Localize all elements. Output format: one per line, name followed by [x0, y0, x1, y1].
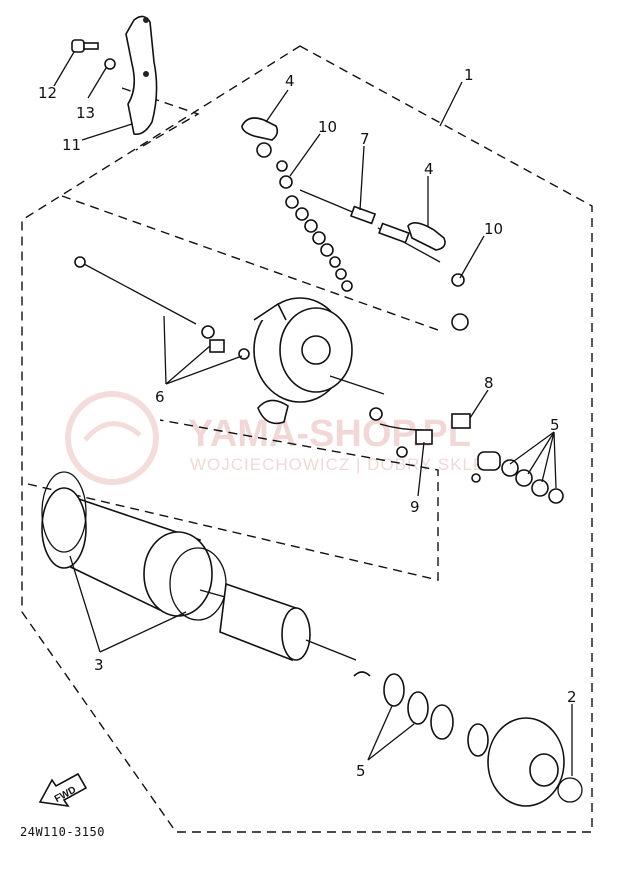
circlip-part [353, 671, 371, 677]
o-ring-small-part [201, 325, 215, 339]
washer-part [104, 58, 116, 70]
brush-group-outline [61, 195, 439, 331]
watermark-logo-icon [65, 391, 159, 485]
washer-b-part [407, 691, 429, 725]
callout-11: 11 [62, 136, 81, 154]
brush-lead-part [369, 407, 501, 483]
bracket-part [125, 15, 158, 136]
drive-end-cover-part [487, 717, 565, 807]
washer-stack [285, 195, 353, 292]
callout-6: 6 [155, 388, 165, 406]
shim-washers [501, 459, 564, 504]
callout-10-lower: 10 [484, 220, 503, 238]
callout-5-right: 5 [550, 416, 560, 434]
o-ring-left-part [41, 471, 87, 553]
yoke-group-outline [27, 419, 439, 581]
seal-part [238, 348, 250, 360]
fwd-arrow-icon: FWD [38, 772, 88, 808]
callout-2: 2 [567, 688, 577, 706]
brush-holder-set [241, 117, 465, 287]
armature-part [199, 582, 357, 662]
bearing-part [430, 704, 454, 740]
drawing-code: 24W110-3150 [20, 825, 105, 839]
bearing-small-part [451, 313, 469, 331]
callout-7: 7 [360, 130, 370, 148]
callout-5-bottom: 5 [356, 762, 366, 780]
callout-13: 13 [76, 104, 95, 122]
watermark-subtitle: WOJCIECHOWICZ | DOBRY SKLEP [190, 455, 498, 474]
through-bolt-part [74, 256, 197, 325]
callout-3: 3 [94, 656, 104, 674]
callout-10-upper: 10 [318, 118, 337, 136]
callout-12: 12 [38, 84, 57, 102]
brush-spring-part [257, 399, 289, 425]
leader-lines [53, 51, 573, 776]
bolt-part [71, 39, 99, 53]
bracket-group-outline [121, 87, 200, 151]
callout-9: 9 [410, 498, 420, 516]
callout-8: 8 [484, 374, 494, 392]
needle-bearing-part [467, 723, 489, 757]
washer-a-part [383, 673, 405, 707]
o-ring-end-part [557, 777, 583, 803]
end-cover-part [253, 297, 353, 403]
assembly-outline [21, 45, 593, 833]
callout-1: 1 [464, 66, 474, 84]
callout-4-upper: 4 [285, 72, 295, 90]
grommet-part [209, 339, 225, 353]
yoke-housing-part [41, 487, 213, 617]
callout-4-lower: 4 [424, 160, 434, 178]
